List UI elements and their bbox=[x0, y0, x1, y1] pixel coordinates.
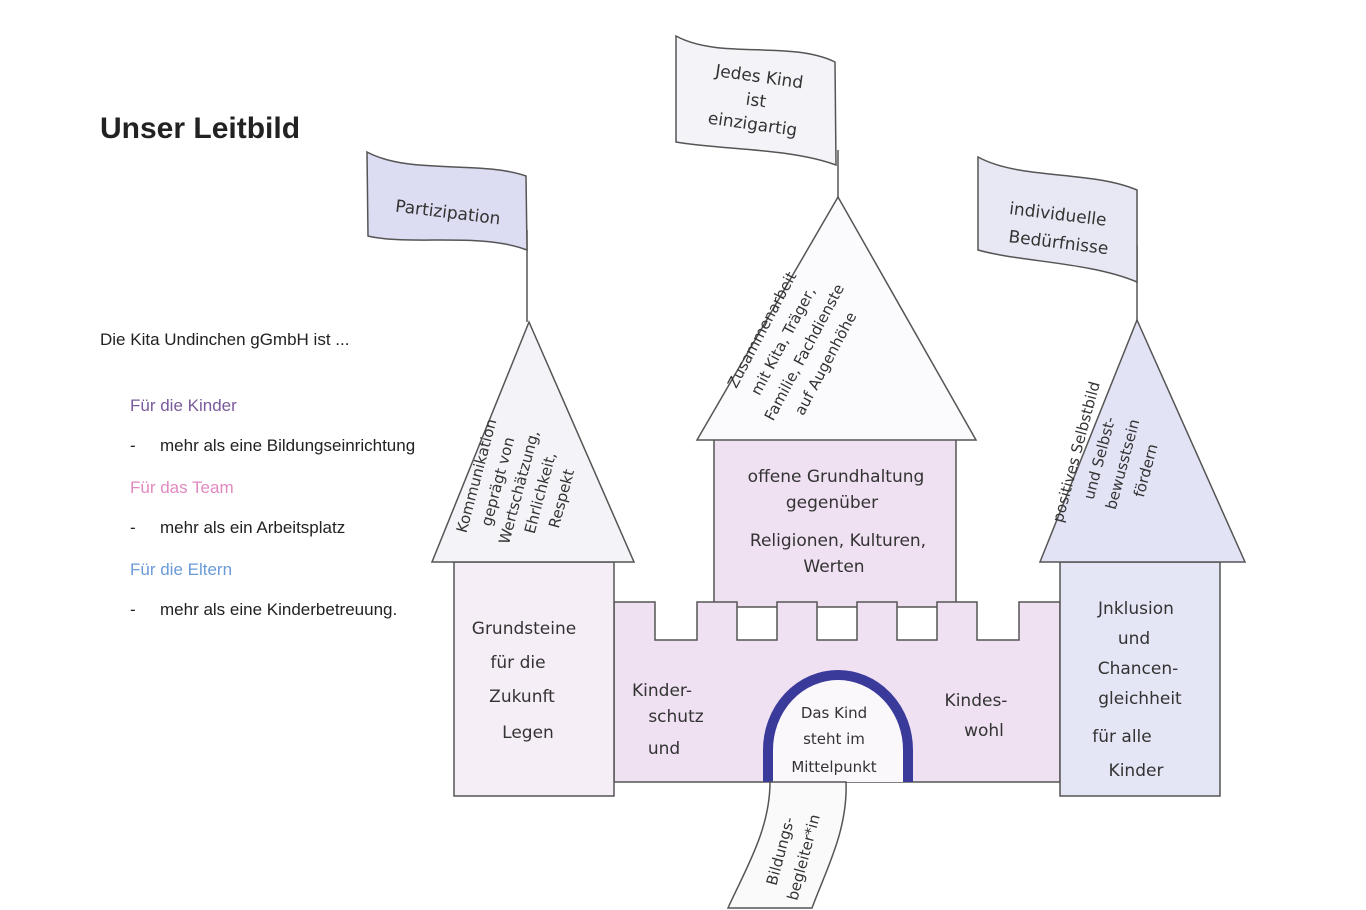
center-roof bbox=[695, 195, 978, 441]
svg-text:und: und bbox=[1118, 629, 1150, 649]
section-eltern-heading: Für die Eltern bbox=[130, 560, 233, 579]
section-eltern-item: -mehr als eine Kinderbetreuung. bbox=[130, 600, 398, 619]
svg-text:Chancen-: Chancen- bbox=[1098, 659, 1179, 679]
section-team-heading: Für das Team bbox=[130, 478, 234, 497]
left-roof bbox=[430, 320, 636, 563]
center-tower-text: offene Grundhaltung gegenüber Religionen… bbox=[748, 467, 926, 577]
svg-text:Kinder: Kinder bbox=[1109, 761, 1164, 781]
svg-text:ist: ist bbox=[744, 90, 767, 113]
svg-text:gegenüber: gegenüber bbox=[786, 493, 878, 513]
svg-text:offene Grundhaltung: offene Grundhaltung bbox=[748, 467, 925, 487]
svg-text:für alle: für alle bbox=[1092, 727, 1151, 747]
wall-right-text: Kindes- wohl bbox=[945, 691, 1008, 741]
svg-text:Jnklusion: Jnklusion bbox=[1097, 599, 1174, 619]
wall-left-text: Kinder- schutz und bbox=[632, 681, 704, 759]
svg-text:Legen: Legen bbox=[502, 723, 554, 743]
right-flag bbox=[977, 155, 1138, 284]
section-kinder-item: -mehr als eine Bildungseinrichtung bbox=[130, 436, 416, 455]
right-roof bbox=[1038, 318, 1247, 563]
gate-arch bbox=[763, 670, 913, 782]
left-flag bbox=[366, 150, 528, 252]
svg-text:Mittelpunkt: Mittelpunkt bbox=[791, 758, 876, 776]
left-tower-text: Grundsteine für die Zukunft Legen bbox=[472, 619, 576, 743]
section-team-item: -mehr als ein Arbeitsplatz bbox=[130, 518, 346, 537]
left-tower bbox=[453, 561, 615, 797]
right-tower-text: Jnklusion und Chancen- gleichheit für al… bbox=[1092, 599, 1182, 781]
gate-text: Das Kind steht im Mittelpunkt bbox=[791, 704, 876, 776]
svg-text:Kindes-: Kindes- bbox=[945, 691, 1008, 711]
path-to-gate bbox=[726, 781, 847, 909]
center-tower bbox=[713, 436, 957, 608]
section-kinder-heading: Für die Kinder bbox=[130, 396, 237, 415]
svg-text:Zukunft: Zukunft bbox=[489, 687, 555, 707]
svg-text:gleichheit: gleichheit bbox=[1098, 689, 1182, 709]
intro-text: Die Kita Undinchen gGmbH ist ... bbox=[100, 330, 350, 349]
center-flag bbox=[675, 34, 837, 167]
svg-text:schutz: schutz bbox=[648, 707, 703, 727]
svg-text:für die: für die bbox=[490, 653, 545, 673]
svg-text:wohl: wohl bbox=[964, 721, 1004, 741]
svg-text:steht im: steht im bbox=[803, 730, 865, 748]
svg-text:Kinder-: Kinder- bbox=[632, 681, 692, 701]
svg-text:Grundsteine: Grundsteine bbox=[472, 619, 576, 639]
page-title: Unser Leitbild bbox=[100, 112, 301, 145]
svg-text:Das Kind: Das Kind bbox=[801, 704, 867, 722]
svg-text:und: und bbox=[648, 739, 680, 759]
svg-text:Werten: Werten bbox=[803, 557, 864, 577]
svg-text:Religionen, Kulturen,: Religionen, Kulturen, bbox=[750, 531, 926, 551]
